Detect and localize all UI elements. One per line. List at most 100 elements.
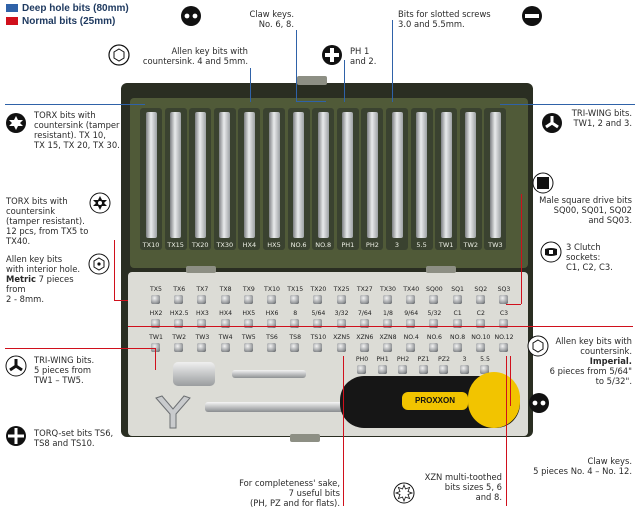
normal-bit [383, 319, 392, 328]
normal-bit-label: 9/64 [404, 310, 419, 317]
normal-bit-label: XZN8 [379, 334, 397, 341]
deep-bit-label: TW2 [463, 241, 479, 249]
deep-bit [170, 112, 182, 238]
normal-bit [197, 343, 207, 352]
handle-yellow-grip [468, 372, 520, 428]
deep-bit [219, 112, 231, 238]
normal-bit-label: PH0 [355, 356, 369, 363]
normal-bit [406, 319, 416, 328]
normal-bit-label: TW3 [195, 334, 210, 341]
callout-torq: TORQ-set bits TS6,TS8 and TS10. [34, 428, 114, 448]
normal-bit-label: TX20 [310, 286, 327, 293]
leader-triwing-normal-v [155, 348, 156, 370]
normal-bit-label: TW2 [172, 334, 187, 341]
normal-bit-label: C2 [476, 310, 485, 317]
normal-bit-label: TX7 [196, 286, 209, 293]
latch-bottom [290, 434, 320, 442]
normal-bit-label: PZ2 [438, 356, 450, 363]
leader-triwing-deep [500, 104, 635, 105]
normal-bit [499, 295, 508, 304]
normal-bit [439, 365, 448, 374]
deep-bit-label: TX20 [191, 241, 209, 249]
brand-label: PROXXON [402, 392, 468, 410]
extension-bar [232, 370, 306, 378]
normal-bit-label: 1/8 [383, 310, 393, 317]
normal-bit-label: TX8 [219, 286, 232, 293]
normal-bit [398, 365, 407, 374]
normal-bit [336, 343, 346, 352]
deep-bit-label: TX10 [142, 241, 160, 249]
normal-bit [174, 295, 184, 304]
normal-bit [243, 343, 253, 352]
normal-bit [357, 365, 366, 374]
deep-bit [243, 112, 255, 238]
leader-torx-normal [114, 240, 115, 300]
normal-bit [267, 319, 276, 328]
allen-interior-icon [88, 253, 110, 275]
normal-bit [452, 319, 462, 328]
normal-bit [429, 319, 439, 328]
normal-bit-label: HX2.5 [169, 310, 189, 317]
normal-bit [313, 343, 323, 352]
deep-bit-label: NO.6 [290, 241, 307, 249]
normal-bit [243, 295, 253, 304]
normal-bit-label: XZN5 [333, 334, 351, 341]
latch-top [297, 76, 327, 85]
normal-bit-label: TW4 [218, 334, 233, 341]
deep-bit [440, 112, 452, 238]
normal-bit [359, 319, 369, 328]
screwdriver-shaft [205, 402, 345, 412]
normal-bit [475, 295, 485, 304]
deep-bit [391, 112, 403, 238]
deep-bit [145, 112, 157, 238]
normal-bit [267, 295, 276, 304]
xzn-icon [393, 482, 415, 504]
normal-bit-label: XZN6 [356, 334, 374, 341]
normal-bit-label: TW5 [241, 334, 256, 341]
normal-bit-label: TS10 [310, 334, 327, 341]
wrench-key [155, 395, 191, 429]
deep-bit-label: 5.5 [416, 241, 427, 249]
normal-bit-label: PH2 [396, 356, 410, 363]
normal-bit [151, 319, 160, 328]
leader-triwing-normal [5, 348, 155, 349]
deep-bit [465, 112, 477, 238]
deep-bit-label: HX5 [267, 241, 281, 249]
normal-bit [290, 343, 300, 352]
normal-bit [459, 365, 469, 374]
normal-bit [406, 295, 416, 304]
normal-bit [151, 295, 160, 304]
normal-bit-label: TX27 [356, 286, 373, 293]
normal-bit [359, 295, 369, 304]
leader-ph [344, 60, 345, 102]
normal-bit-label: PH1 [376, 356, 389, 363]
legend-swatch-red [6, 17, 18, 26]
normal-bit [197, 319, 207, 328]
normal-bit [480, 365, 489, 374]
deep-bit [416, 112, 428, 238]
deep-bit-label: PH1 [341, 241, 355, 249]
normal-bit-label: SQ00 [426, 286, 443, 293]
normal-bit-label: TX10 [264, 286, 280, 293]
normal-bit [383, 295, 392, 304]
normal-bit-label: 8 [293, 310, 298, 317]
normal-bit [336, 295, 346, 304]
normal-bit-label: TX40 [403, 286, 420, 293]
legend-swatch-blue [6, 4, 18, 13]
bit-adapter [173, 362, 215, 386]
normal-bit-label: TX25 [333, 286, 350, 293]
leader-torx-deep [5, 104, 145, 105]
deep-bit [489, 112, 501, 238]
normal-bit-label: TW1 [149, 334, 163, 341]
hinge-right [426, 266, 456, 273]
normal-bit-label: NO.12 [494, 334, 514, 341]
leader-torx-normal-h [114, 300, 128, 301]
hinge-left [186, 266, 216, 273]
normal-bit [267, 343, 276, 352]
deep-bit [194, 112, 206, 238]
normal-bit-label: TX30 [380, 286, 396, 293]
normal-bit-label: HX2 [149, 310, 163, 317]
